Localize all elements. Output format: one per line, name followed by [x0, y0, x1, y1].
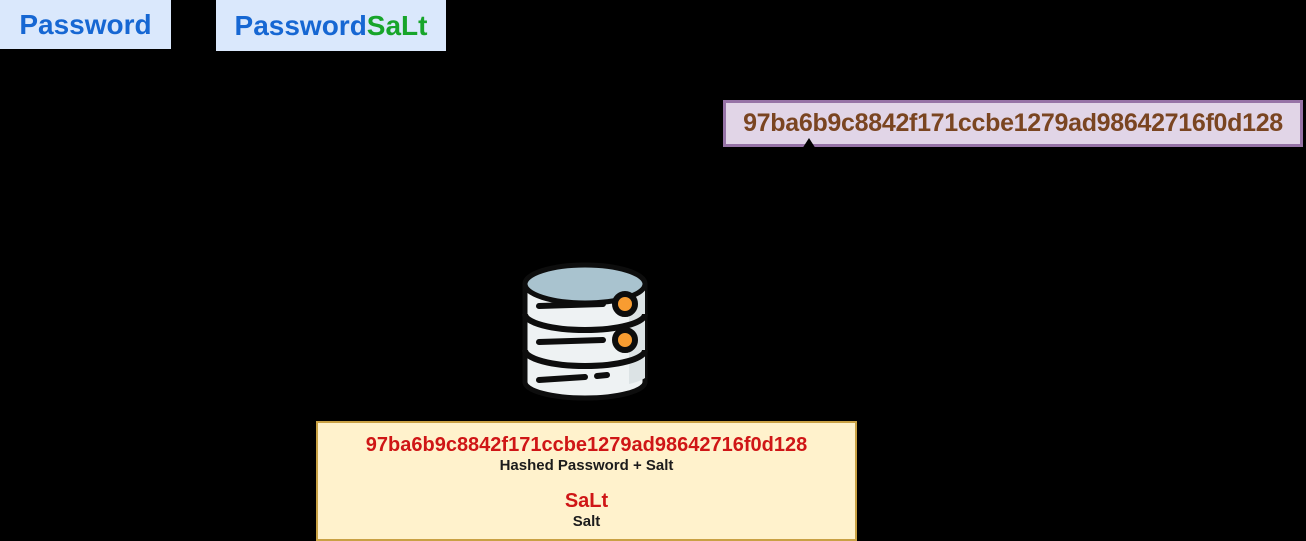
- connector-line: [168, 119, 218, 122]
- hash-output-value: 97ba6b9c8842f171ccbe1279ad98642716f0d128: [743, 109, 1283, 137]
- stored-record-box: 97ba6b9c8842f171ccbe1279ad98642716f0d128…: [316, 421, 857, 541]
- password-box: Password: [0, 0, 171, 49]
- connector-line: [355, 142, 358, 154]
- stored-hash-value: 97ba6b9c8842f171ccbe1279ad98642716f0d128: [365, 434, 808, 456]
- password-label: Password: [19, 8, 152, 40]
- arrowhead-icon: [802, 138, 816, 149]
- stored-salt-value: SaLt: [564, 490, 609, 512]
- arrowhead-icon: [312, 139, 326, 150]
- stored-hash-caption: Hashed Password + Salt: [499, 457, 674, 474]
- hash-output-box: 97ba6b9c8842f171ccbe1279ad98642716f0d128: [723, 100, 1303, 147]
- concat-salt-part: SaLt: [366, 9, 428, 41]
- stored-salt-caption: Salt: [572, 513, 601, 530]
- concat-password-part: Password: [234, 9, 367, 41]
- database-icon: [522, 262, 648, 401]
